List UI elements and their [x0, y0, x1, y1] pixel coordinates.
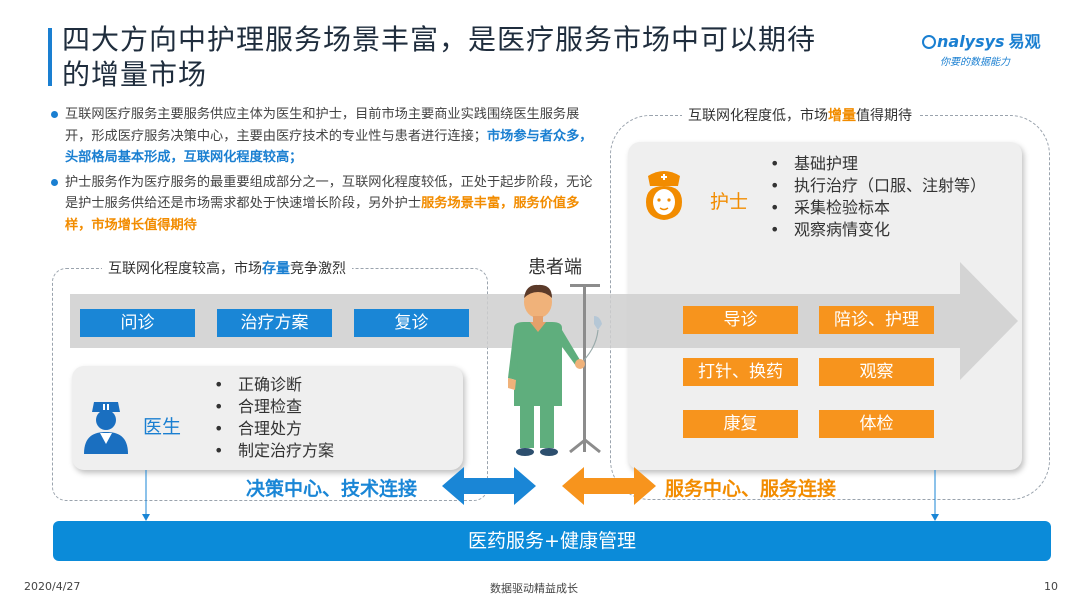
- bullet-list: 互联网医疗服务主要服务供应主体为医生和护士，目前市场主要商业实践围绕医生服务展开…: [50, 104, 595, 239]
- list-item: 合理处方: [212, 418, 334, 440]
- doctor-icon: [84, 402, 128, 454]
- list-item: 执行治疗（口服、注射等）: [768, 175, 986, 197]
- right-down-arrow-icon: [931, 470, 939, 521]
- title-line-1: 四大方向中护理服务场景丰富，是医疗服务市场中可以期待: [62, 23, 817, 56]
- patient-figure-icon: [508, 284, 602, 456]
- bullet-highlight: 服务场景丰富，服务价值多样，市场增长值得期待: [65, 196, 580, 233]
- list-item: 合理检查: [212, 396, 334, 418]
- list-item: 基础护理: [768, 153, 986, 175]
- bullet-item: 护士服务作为医疗服务的最重要组成部分之一，互联网化程度较低，正处于起步阶段，无论…: [50, 172, 595, 237]
- list-item: 正确诊断: [212, 374, 334, 396]
- flow-arrow: [70, 262, 1018, 380]
- nurse-box-caption: 互联网化程度低，市场增量值得期待: [682, 105, 918, 125]
- guidance-tag: 导诊: [683, 306, 798, 334]
- injection-dressing-tag: 打针、换药: [683, 358, 798, 386]
- left-down-arrow-icon: [142, 470, 150, 521]
- list-item: 观察病情变化: [768, 219, 986, 241]
- footer-slogan: 数据驱动精益成长: [490, 582, 578, 595]
- decision-connection-label: 决策中心、技术连接: [246, 478, 418, 500]
- escort-care-tag: 陪诊、护理: [819, 306, 934, 334]
- page-number: 10: [1044, 580, 1058, 593]
- list-item: 采集检验标本: [768, 197, 986, 219]
- nurse-icon: [646, 171, 682, 220]
- page-title: 四大方向中护理服务场景丰富，是医疗服务市场中可以期待 的增量市场: [62, 22, 902, 92]
- doctor-label: 医生: [143, 416, 182, 438]
- logo-a-icon: [922, 35, 936, 49]
- title-line-2: 的增量市场: [62, 58, 208, 91]
- treatment-plan-tag: 治疗方案: [217, 309, 332, 337]
- doctor-box-caption: 互联网化程度较高，市场存量竞争激烈: [102, 258, 352, 278]
- logo-slogan: 你要的数据能力: [940, 57, 1010, 68]
- bullet-text: 互联网医疗服务主要服务供应主体为医生和护士，目前市场主要商业实践围绕医生服务展开…: [65, 107, 580, 144]
- follow-up-tag: 复诊: [354, 309, 469, 337]
- health-service-bar: 医药服务+健康管理: [53, 521, 1051, 561]
- nurse-duties: 基础护理 执行治疗（口服、注射等） 采集检验标本 观察病情变化: [768, 153, 986, 241]
- consult-tag: 问诊: [80, 309, 195, 337]
- observation-tag: 观察: [819, 358, 934, 386]
- nurse-label: 护士: [710, 191, 749, 213]
- list-item: 制定治疗方案: [212, 440, 334, 462]
- bullet-item: 互联网医疗服务主要服务供应主体为医生和护士，目前市场主要商业实践围绕医生服务展开…: [50, 104, 595, 169]
- logo-cn: 易观: [1008, 32, 1041, 51]
- doctor-duties: 正确诊断 合理检查 合理处方 制定治疗方案: [212, 374, 334, 462]
- blue-double-arrow-icon: [442, 467, 536, 505]
- patient-label: 患者端: [528, 257, 582, 278]
- orange-double-arrow-icon: [562, 467, 656, 505]
- rehab-tag: 康复: [683, 410, 798, 438]
- bullet-highlight: 市场参与者众多，头部格局基本形成，互联网化程度较高；: [65, 128, 593, 166]
- title-accent-bar: [48, 28, 52, 86]
- bullet-text: 护士服务作为医疗服务的最重要组成部分之一，互联网化程度较低，正处于起步阶段，无论…: [65, 174, 593, 212]
- service-connection-label: 服务中心、服务连接: [665, 478, 837, 500]
- footer-date: 2020/4/27: [24, 580, 81, 593]
- checkup-tag: 体检: [819, 410, 934, 438]
- logo-text: nalysys: [937, 32, 1005, 51]
